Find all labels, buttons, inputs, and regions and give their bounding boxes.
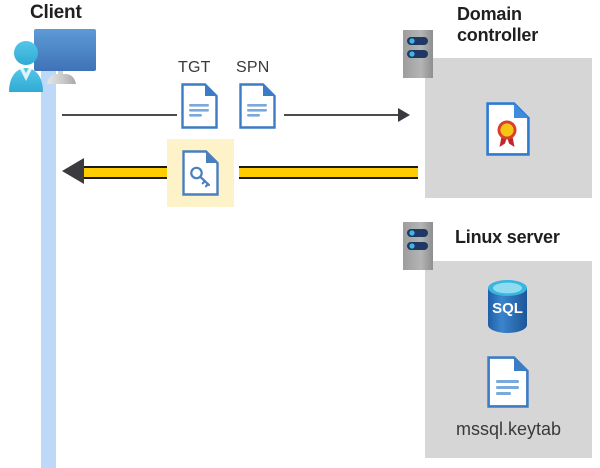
domain-controller-title: Domain controller — [457, 4, 539, 46]
keytab-file-label: mssql.keytab — [455, 419, 562, 439]
client-lifeline — [41, 66, 56, 468]
response-arrow-head-icon — [62, 158, 84, 184]
sql-database-icon: SQL — [484, 279, 531, 334]
response-arrow-segment-left — [83, 166, 170, 179]
request-arrow-segment-right — [284, 114, 401, 116]
request-arrow-segment-left — [62, 114, 177, 116]
document-icon-tgt — [181, 83, 218, 129]
response-arrow-segment-right — [239, 166, 418, 179]
server-rack-icon-domain-controller — [403, 30, 433, 78]
tgt-label: TGT — [178, 59, 211, 76]
server-rack-icon-linux-server — [403, 222, 433, 270]
document-icon-keytab — [487, 356, 529, 408]
sql-database-label: SQL — [492, 300, 523, 317]
request-arrow-head-icon — [398, 108, 410, 122]
client-title: Client — [30, 2, 82, 23]
linux-server-title: Linux server — [455, 227, 560, 247]
spn-label: SPN — [236, 59, 270, 76]
certificate-icon — [486, 102, 530, 156]
user-at-computer-icon — [5, 24, 100, 96]
document-icon-spn — [239, 83, 276, 129]
key-document-icon — [182, 150, 219, 196]
